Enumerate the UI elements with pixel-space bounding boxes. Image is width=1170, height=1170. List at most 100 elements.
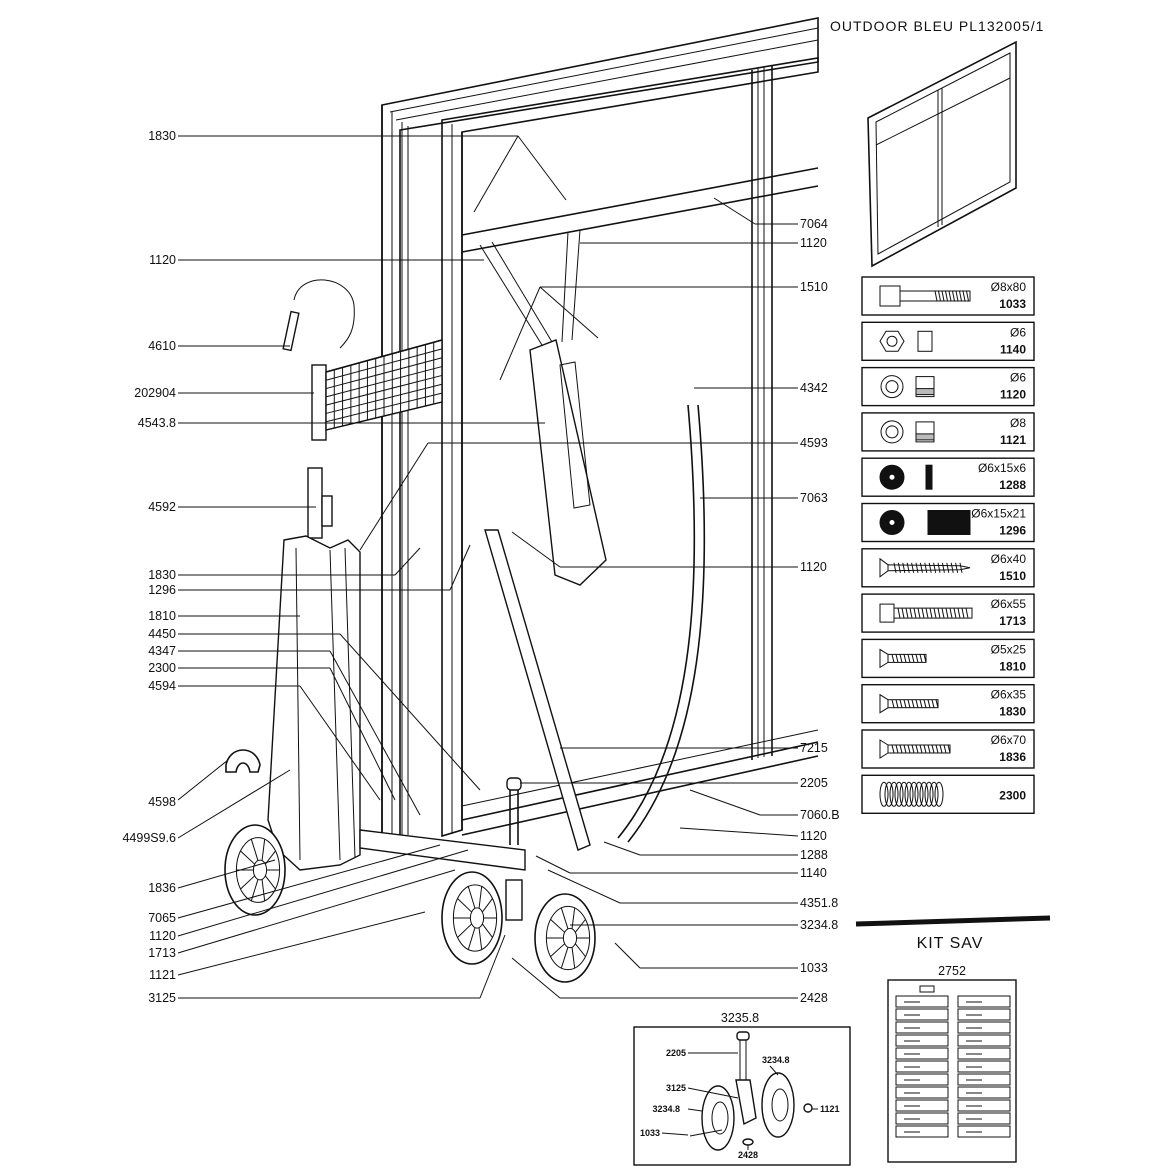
callout-label: 1296	[148, 583, 176, 597]
left-callouts: 1830 1120 4610 202904 4543.8 4592 1830 1…	[122, 129, 176, 1005]
kit-title: KIT SAV	[917, 935, 984, 952]
callout-label: 7064	[800, 217, 828, 231]
hardware-item: Ø8 1121	[861, 412, 1035, 452]
bumper-pad	[479, 229, 607, 586]
inset-label: 3125	[666, 1083, 686, 1093]
callout-label: 1810	[148, 609, 176, 623]
hardware-item: Ø6x35 1830	[861, 684, 1035, 724]
callout-label: 1121	[149, 968, 176, 982]
hardware-code: 1510	[999, 569, 1026, 583]
table-frame	[381, 17, 819, 842]
leader-lines	[177, 135, 799, 999]
right-callouts: 7064 1120 1510 4342 4593 7063 1120 7215 …	[800, 217, 840, 1005]
callout-label: 1120	[149, 253, 176, 267]
hardware-size: Ø8	[1010, 416, 1026, 430]
hardware-list: Ø8x801033Ø61140Ø61120Ø81121Ø6x15x61288Ø6…	[861, 276, 1035, 814]
callout-label: 4499S9.6	[122, 831, 176, 845]
callout-label: 3234.8	[800, 918, 838, 932]
callout-label: 4592	[148, 500, 176, 514]
hex-bolt-icon	[879, 603, 973, 623]
callout-label: 1510	[800, 280, 828, 294]
hardware-code: 1830	[999, 705, 1026, 719]
callout-label: 7060.B	[800, 808, 840, 822]
hardware-size: Ø6x15x6	[978, 461, 1026, 475]
hardware-size: Ø6x15x21	[971, 507, 1026, 521]
hardware-size: Ø6x40	[991, 552, 1027, 566]
hardware-code: 2300	[999, 788, 1026, 802]
inset-label: 3234.8	[652, 1104, 680, 1114]
inset-label: 1033	[640, 1128, 660, 1138]
hardware-item: Ø8x80 1033	[861, 276, 1035, 316]
countersunk-screw-icon	[879, 739, 951, 759]
hardware-item: Ø6x55 1713	[861, 593, 1035, 633]
callout-label: 4598	[148, 795, 176, 809]
callout-label: 4610	[148, 339, 176, 353]
callout-label: 1120	[800, 236, 827, 250]
inset-label: 1121	[820, 1104, 840, 1114]
callout-label: 1830	[148, 129, 176, 143]
locknut-icon	[880, 420, 935, 444]
callout-label: 4342	[800, 381, 828, 395]
hardware-code: 1713	[999, 614, 1026, 628]
hardware-item: Ø6x15x6 1288	[861, 457, 1035, 497]
callout-label: 1120	[800, 560, 827, 574]
callout-label: 7063	[800, 491, 828, 505]
callout-label: 1120	[800, 829, 827, 843]
diagram-title: OUTDOOR BLEU PL132005/1	[830, 18, 1044, 34]
callout-label: 4351.8	[800, 896, 838, 910]
callout-label: 2428	[800, 991, 828, 1005]
hardware-code: 1288	[999, 478, 1026, 492]
callout-label: 4594	[148, 679, 176, 693]
inset-code: 3235.8	[721, 1011, 759, 1025]
callout-label: 2205	[800, 776, 828, 790]
hardware-item: Ø6x70 1836	[861, 729, 1035, 769]
callout-label: 4593	[800, 436, 828, 450]
table-thumbnail	[867, 40, 1017, 268]
bolt-icon	[879, 285, 971, 307]
washer-thick-icon	[879, 510, 971, 535]
hardware-item: 2300	[861, 774, 1035, 814]
callout-label: 2300	[148, 661, 176, 675]
callout-label: 7065	[148, 911, 176, 925]
hardware-size: Ø6x55	[991, 597, 1027, 611]
callout-label: 4543.8	[138, 416, 176, 430]
callout-label: 4450	[148, 627, 176, 641]
hardware-size: Ø8x80	[991, 280, 1027, 294]
kit-code: 2752	[938, 964, 966, 978]
callout-label: 202904	[134, 386, 176, 400]
inset-label: 3234.8	[762, 1055, 790, 1065]
hardware-item: Ø6x40 1510	[861, 548, 1035, 588]
hardware-code: 1121	[1000, 433, 1026, 447]
callout-label: 3125	[148, 991, 176, 1005]
callout-label: 1120	[149, 929, 176, 943]
hardware-size: Ø6x35	[991, 688, 1027, 702]
nut-icon	[879, 330, 933, 352]
hardware-code: 1836	[999, 750, 1026, 764]
inset-label: 2428	[738, 1150, 758, 1160]
wood-screw-icon	[879, 557, 971, 578]
hardware-code: 1140	[1000, 342, 1026, 356]
washer-icon	[879, 464, 933, 490]
hardware-code: 1033	[999, 297, 1026, 311]
hardware-size: Ø6	[1010, 371, 1026, 385]
countersunk-screw-icon	[879, 693, 939, 714]
callout-label: 1140	[800, 866, 827, 880]
wheel-assembly-inset: 3235.8 2205 3234.8 3125 3234.8 1121 1033…	[633, 1011, 851, 1166]
kit-sav: KIT SAV 2752	[855, 915, 1051, 1163]
callout-label: 1288	[800, 848, 828, 862]
callout-label: 1830	[148, 568, 176, 582]
hardware-size: Ø5x25	[991, 642, 1027, 656]
hardware-item: Ø6 1120	[861, 366, 1035, 407]
hardware-size: Ø6x70	[991, 733, 1027, 747]
hardware-code: 1120	[1000, 388, 1026, 402]
inset-label: 2205	[666, 1048, 686, 1058]
callout-label: 4347	[148, 644, 176, 658]
callout-label: 7215	[800, 741, 828, 755]
spring-icon	[879, 781, 944, 807]
hardware-item: Ø6 1140	[861, 321, 1035, 361]
hardware-size: Ø6	[1010, 325, 1026, 339]
locknut-icon	[880, 375, 935, 399]
